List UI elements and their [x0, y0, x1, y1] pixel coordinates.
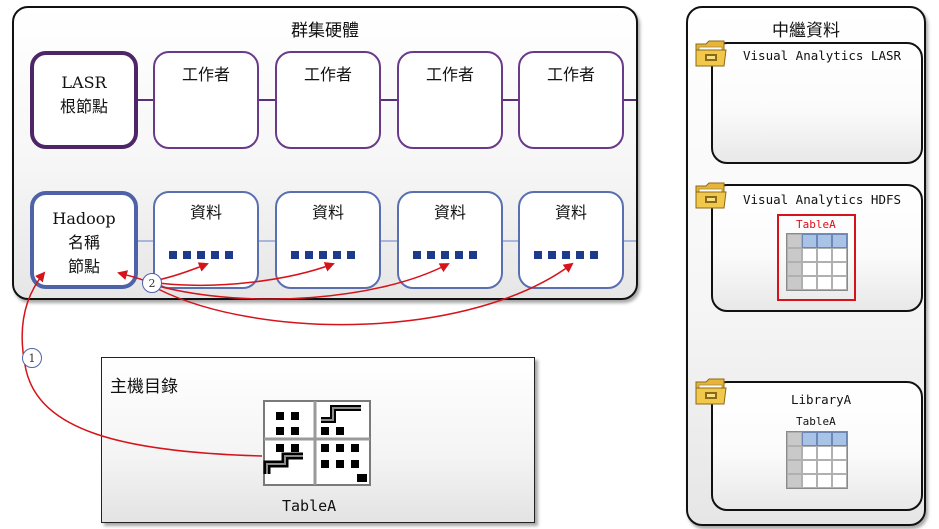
data-node: 資料 [397, 191, 503, 289]
data-connector [136, 240, 636, 242]
data-blocks [291, 251, 355, 259]
data-node: 資料 [153, 191, 259, 289]
scrambled-table-icon [263, 400, 371, 486]
data-node: 資料 [518, 191, 624, 289]
lasr-library-label: Visual Analytics LASR [743, 48, 902, 63]
hadoop-line1: Hadoop [52, 209, 116, 228]
hadoop-line2: 名稱 [67, 233, 100, 252]
step-2-marker: 2 [142, 273, 162, 293]
worker-node: 工作者 [397, 51, 503, 149]
data-label: 資料 [189, 203, 222, 222]
lasr-root-line2: 根節點 [59, 97, 108, 116]
data-node: 資料 [275, 191, 381, 289]
folder-icon [695, 182, 727, 209]
data-blocks [169, 251, 233, 259]
worker-node: 工作者 [153, 51, 259, 149]
lasr-library-box [711, 42, 923, 164]
hdfs-table-label: TableA [796, 218, 836, 231]
host-directory-title: 主機目錄 [110, 377, 178, 397]
library-a-table-label: TableA [796, 415, 836, 428]
folder-icon [695, 378, 727, 405]
worker-connector [136, 99, 636, 101]
worker-node: 工作者 [518, 51, 624, 149]
folder-icon [695, 40, 727, 67]
worker-label: 工作者 [303, 65, 352, 84]
hdfs-library-label: Visual Analytics HDFS [743, 192, 902, 207]
library-a-table-icon [786, 431, 848, 489]
data-label: 資料 [311, 203, 344, 222]
hadoop-name-node: Hadoop 名稱 節點 [30, 191, 138, 289]
step-1-marker: 1 [22, 348, 42, 368]
lasr-root-node: LASR 根節點 [30, 51, 138, 149]
hadoop-line3: 節點 [67, 257, 100, 276]
host-directory-panel: 主機目錄 TableA [101, 357, 535, 523]
hdfs-table-icon [786, 233, 848, 291]
library-a-label: LibraryA [791, 392, 852, 407]
worker-label: 工作者 [425, 65, 474, 84]
metadata-title: 中繼資料 [772, 21, 840, 41]
data-blocks [413, 251, 477, 259]
worker-node: 工作者 [275, 51, 381, 149]
host-table-label: TableA [282, 497, 337, 515]
worker-label: 工作者 [181, 65, 230, 84]
worker-label: 工作者 [546, 65, 595, 84]
cluster-hardware-title: 群集硬體 [291, 21, 359, 41]
lasr-root-line1: LASR [61, 73, 107, 92]
data-blocks [534, 251, 598, 259]
data-label: 資料 [554, 203, 587, 222]
hdfs-table-highlight [777, 214, 856, 301]
data-label: 資料 [433, 203, 466, 222]
